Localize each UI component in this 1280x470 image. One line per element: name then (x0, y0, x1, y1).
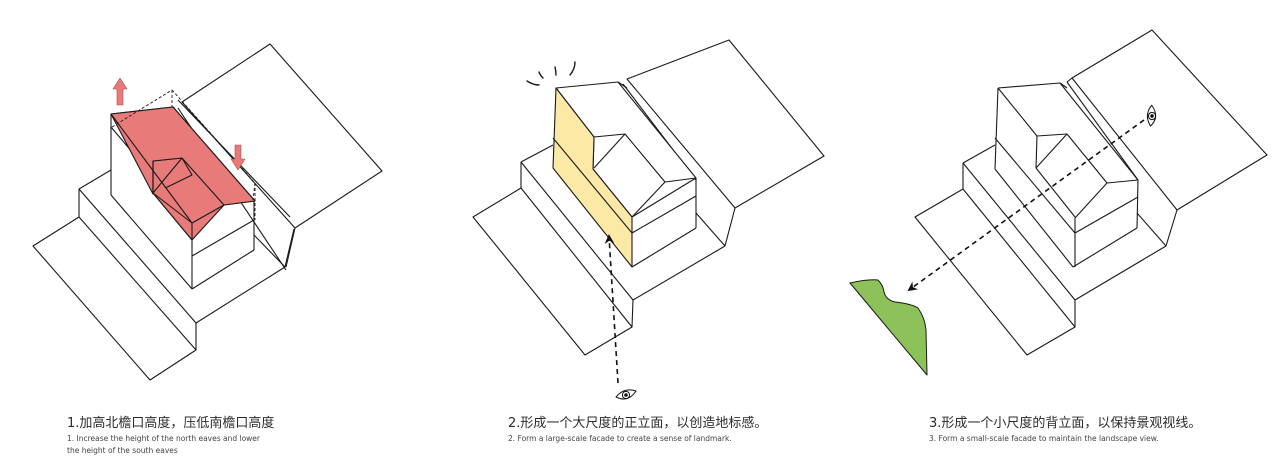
raise-arrow-icon (112, 77, 128, 106)
rear-terrace-slab (181, 43, 383, 229)
large-scale-facade (552, 87, 633, 268)
caption-3: 3.形成一个小尺度的背立面，以保持景观视线。 3. Form a small-s… (929, 415, 1201, 445)
rear-terrace-slab (1071, 29, 1268, 211)
panel-1-north-south-eaves (32, 43, 383, 381)
caption-1-english-line-2: the height of the south eaves (67, 446, 178, 455)
caption-1-chinese: 1.加高北檐口高度，压低南檐口高度 (67, 416, 275, 431)
lower-terrace-slab (32, 216, 197, 381)
panel-3-landscape-view (849, 29, 1268, 376)
eye-icon (615, 389, 637, 400)
landscape-green-patch (849, 279, 928, 376)
caption-3-chinese: 3.形成一个小尺度的背立面，以保持景观视线。 (929, 416, 1202, 431)
caption-3-english: 3. Form a small-scale facade to maintain… (929, 434, 1159, 443)
sightline-arrow (907, 119, 1145, 292)
caption-2: 2.形成一个大尺度的正立面，以创造地标感。 2. Form a large-sc… (508, 415, 767, 445)
caption-2-chinese: 2.形成一个大尺度的正立面，以创造地标感。 (508, 416, 768, 431)
panel-2-landmark-facade (472, 39, 825, 400)
caption-1-english-line-1: 1. Increase the height of the north eave… (67, 434, 261, 443)
lower-terrace-slab (914, 188, 1076, 356)
lower-arrow-icon (230, 144, 246, 171)
rear-terrace-slab (626, 39, 825, 209)
sightline-arrow (604, 234, 619, 384)
caption-1: 1.加高北檐口高度，压低南檐口高度 1. Increase the height… (67, 415, 274, 457)
lower-terrace-slab (472, 187, 634, 356)
caption-2-english: 2. Form a large-scale facade to create a… (508, 434, 732, 443)
eye-icon (1146, 104, 1157, 127)
emphasis-marks (526, 61, 576, 86)
